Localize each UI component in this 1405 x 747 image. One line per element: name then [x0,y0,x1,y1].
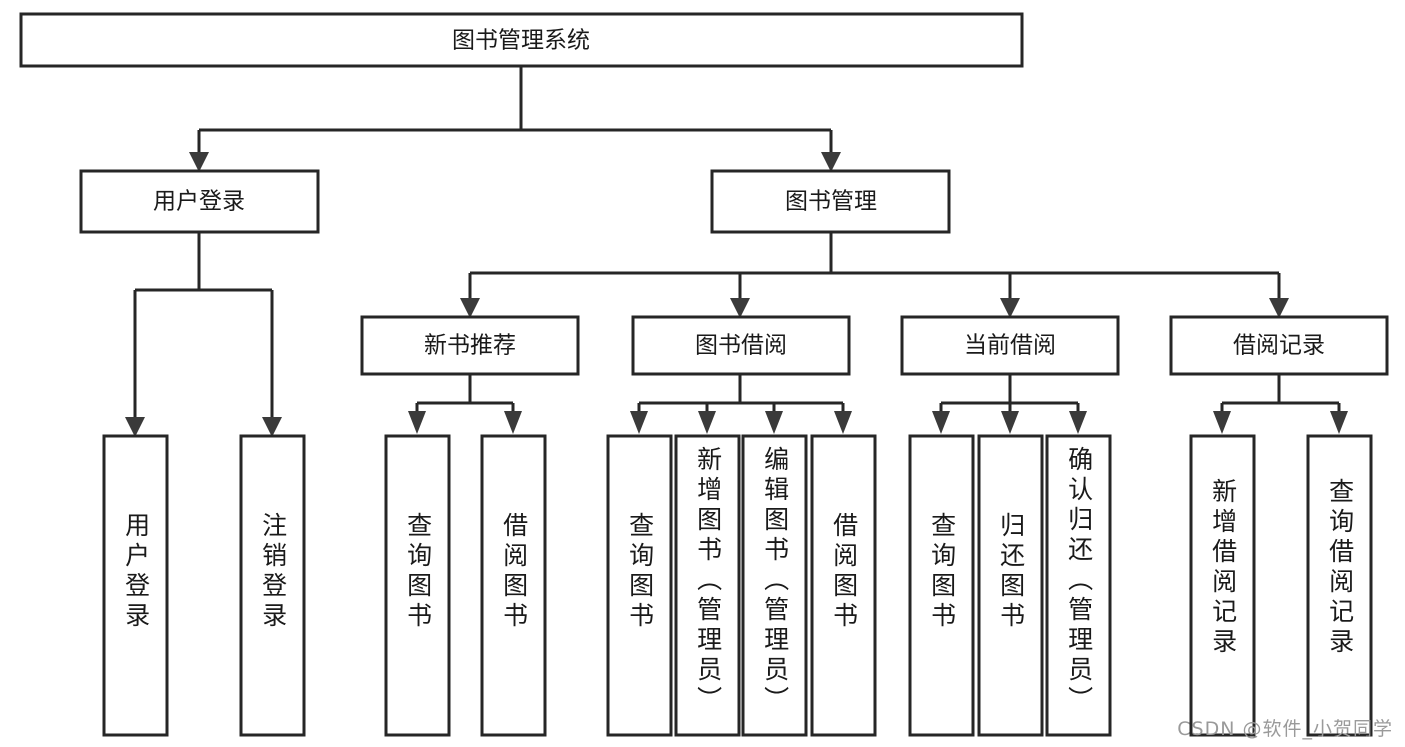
arrow-head-leaf-query-book-borrow [630,411,648,434]
node-label-new-book-recommend: 新书推荐 [424,333,516,359]
node-box-borrow-record[interactable] [1169,315,1389,376]
node-box-leaf-logout-login[interactable] [239,434,306,737]
arrow-head-user-login [189,152,209,172]
node-box-leaf-confirm-return-admin[interactable] [1045,434,1112,737]
node-box-leaf-add-book-admin[interactable] [674,434,741,737]
node-box-book-manage[interactable] [710,169,951,234]
arrow-head-book-borrow [730,298,750,318]
arrow-head-leaf-borrow-book [834,411,852,434]
node-box-leaf-query-book-borrow[interactable] [606,434,673,737]
arrow-head-leaf-confirm-return-admin [1069,411,1087,434]
node-box-leaf-query-book-current[interactable] [908,434,975,737]
arrow-head-leaf-query-book-recommend [408,411,426,434]
arrow-head-leaf-borrow-book-recommend [504,411,522,434]
node-box-user-login[interactable] [79,169,320,234]
node-box-leaf-borrow-book-recommend[interactable] [480,434,547,737]
node-box-leaf-query-book-recommend[interactable] [384,434,451,737]
node-box-current-borrow[interactable] [900,315,1120,376]
node-box-leaf-query-borrow-record[interactable] [1306,434,1373,737]
node-label-book-manage: 图书管理 [785,189,877,215]
arrow-head-group [125,152,1348,437]
arrow-head-borrow-record [1269,298,1289,318]
arrow-head-leaf-query-borrow-record [1330,411,1348,434]
arrow-head-book-manage [821,152,841,172]
arrow-head-current-borrow [1000,298,1020,318]
node-box-root[interactable] [19,12,1024,68]
node-group: 图书管理系统 用户登录 图书管理 新书推荐 图书借阅 当前借阅 借阅记录 [19,12,1389,737]
arrow-head-leaf-add-book-admin [698,411,716,434]
arrow-head-leaf-user-login [125,417,145,437]
node-label-user-login: 用户登录 [153,189,245,215]
node-label-root: 图书管理系统 [452,28,590,54]
node-box-leaf-return-book[interactable] [977,434,1044,737]
node-label-book-borrow: 图书借阅 [695,333,787,359]
node-label-borrow-record: 借阅记录 [1233,333,1325,359]
arrow-head-leaf-edit-book-admin [765,411,783,434]
node-box-book-borrow[interactable] [631,315,851,376]
arrow-head-leaf-return-book [1001,411,1019,434]
node-box-new-book-recommend[interactable] [360,315,580,376]
node-box-leaf-borrow-book[interactable] [810,434,877,737]
arrow-head-new-book-recommend [460,298,480,318]
csdn-watermark: CSDN @软件_小贺同学 [1177,718,1393,740]
node-box-leaf-user-login[interactable] [102,434,169,737]
arrow-head-leaf-logout-login [262,417,282,437]
arrow-head-leaf-query-book-current [932,411,950,434]
node-label-current-borrow: 当前借阅 [964,333,1056,359]
node-box-leaf-add-borrow-record[interactable] [1189,434,1256,737]
node-box-leaf-edit-book-admin[interactable] [741,434,808,737]
arrow-head-leaf-add-borrow-record [1213,411,1231,434]
